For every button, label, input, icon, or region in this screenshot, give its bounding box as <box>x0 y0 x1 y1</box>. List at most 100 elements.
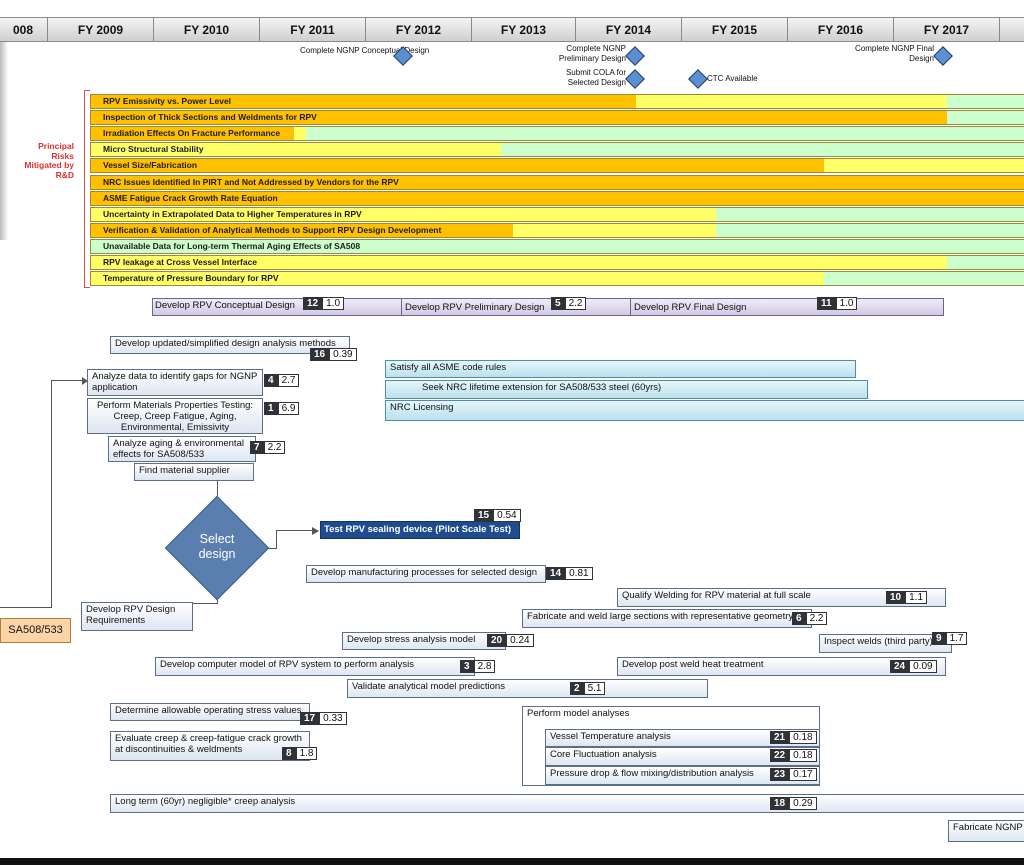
risk-segment <box>636 95 947 108</box>
risk-segment <box>91 111 947 125</box>
task-test-sealing[interactable]: Test RPV sealing device (Pilot Scale Tes… <box>320 521 520 539</box>
milestone-diamond-icon <box>625 46 645 66</box>
preliminary-design-label: Develop RPV Preliminary Design <box>405 302 545 313</box>
milestone-diamond-icon <box>688 69 708 89</box>
task-post-weld[interactable]: Develop post weld heat treatment <box>617 657 946 676</box>
task-vessel-temp[interactable]: Vessel Temperature analysis <box>545 729 820 747</box>
task-aging-effects[interactable]: Analyze aging & environmental effects fo… <box>108 436 256 462</box>
design-phase-bar <box>152 298 944 316</box>
risk-segment <box>306 127 1024 141</box>
connector <box>262 548 276 549</box>
connector <box>51 380 85 381</box>
year-header-2008: 008 <box>0 17 48 42</box>
risk-segment <box>91 191 1024 205</box>
task-nrc-licensing[interactable]: NRC Licensing <box>385 400 1024 421</box>
connector <box>51 380 52 608</box>
risk-segment <box>716 207 1024 221</box>
risk-label: Inspection of Thick Sections and Weldmen… <box>103 112 317 123</box>
risk-segment <box>947 256 1024 269</box>
panel-shadow <box>0 40 8 240</box>
task-allowable-stress[interactable]: Determine allowable operating stress val… <box>110 703 310 721</box>
risk-bar: NRC Issues Identified In PIRT and Not Ad… <box>90 174 1024 190</box>
task-manufacturing[interactable]: Develop manufacturing processes for sele… <box>306 565 546 583</box>
task-creep-crack[interactable]: Evaluate creep & creep-fatigue crack gro… <box>110 731 310 761</box>
risk-label: Uncertainty in Extrapolated Data to High… <box>103 208 362 219</box>
risk-segment <box>91 159 824 173</box>
risk-label: Irradiation Effects On Fracture Performa… <box>103 128 281 139</box>
risk-segment <box>91 175 1024 189</box>
connector <box>192 603 218 604</box>
task-nrc-extension[interactable]: Seek NRC lifetime extension for SA508/53… <box>385 380 868 399</box>
risk-segment <box>513 223 716 237</box>
connector <box>0 607 52 608</box>
task-pressure-drop[interactable]: Pressure drop & flow mixing/distribution… <box>545 766 820 785</box>
risk-segment <box>91 95 636 108</box>
task-analyze-gaps[interactable]: Analyze data to identify gaps for NGNP a… <box>87 369 263 396</box>
year-header-2014: FY 2014 <box>576 17 682 42</box>
task-develop-methods[interactable]: Develop updated/simplified design analys… <box>110 336 350 354</box>
task-validate-model[interactable]: Validate analytical model predictions <box>347 679 708 698</box>
divider <box>401 298 402 316</box>
risk-bar: Verification & Validation of Analytical … <box>90 222 1024 238</box>
risk-segment <box>947 111 1024 125</box>
task-asme-rules[interactable]: Satisfy all ASME code rules <box>385 360 856 378</box>
task-fabricate-ngnp[interactable]: Fabricate NGNP <box>948 820 1024 842</box>
task-stress-model[interactable]: Develop stress analysis model <box>342 632 506 650</box>
risk-segment <box>501 143 1024 157</box>
risk-bar: Micro Structural Stability <box>90 142 1024 158</box>
risk-label: Micro Structural Stability <box>103 144 204 155</box>
year-header-2010: FY 2010 <box>154 17 260 42</box>
risk-label: NRC Issues Identified In PIRT and Not Ad… <box>103 176 399 187</box>
milestone-ctc-label: CTC Available <box>707 74 758 83</box>
year-header-2009: FY 2009 <box>48 17 154 42</box>
milestone-preliminary-label: Complete NGNP Preliminary Design <box>558 44 626 63</box>
final-design-label: Develop RPV Final Design <box>634 302 747 313</box>
task-find-supplier[interactable]: Find material supplier <box>134 463 254 481</box>
task-computer-model[interactable]: Develop computer model of RPV system to … <box>155 657 475 676</box>
year-header-2016: FY 2016 <box>788 17 894 42</box>
risk-segment <box>91 207 716 221</box>
milestone-final-label: Complete NGNP Final Design <box>855 44 934 63</box>
connector <box>276 530 318 531</box>
risk-bar: ASME Fatigue Crack Growth Rate Equation <box>90 190 1024 206</box>
task-dev-requirements[interactable]: Develop RPV Design Requirements <box>81 602 193 631</box>
risk-segment <box>824 159 1024 173</box>
risk-bar: RPV leakage at Cross Vessel Interface <box>90 255 1024 270</box>
connector <box>276 530 277 549</box>
risk-label: ASME Fatigue Crack Growth Rate Equation <box>103 192 278 203</box>
year-header-2018 <box>1000 17 1024 42</box>
task-materials-testing[interactable]: Perform Materials Properties Testing: Cr… <box>87 398 263 434</box>
sa508-box[interactable]: SA508/533 <box>0 618 71 643</box>
risk-segment <box>91 239 1024 253</box>
milestone-cola-label: Submit COLA for Selected Design <box>565 68 626 87</box>
task-fabricate-weld[interactable]: Fabricate and weld large sections with r… <box>522 609 812 628</box>
task-long-term-creep[interactable]: Long term (60yr) negligible* creep analy… <box>110 794 1024 813</box>
risk-bar: Temperature of Pressure Boundary for RPV <box>90 271 1024 287</box>
milestone-diamond-icon <box>933 46 953 66</box>
side-label-risks: Principal Risks Mitigated by R&D <box>24 141 74 180</box>
task-qualify-welding[interactable]: Qualify Welding for RPV material at full… <box>617 588 946 607</box>
year-header-2015: FY 2015 <box>682 17 788 42</box>
risk-bar: Vessel Size/Fabrication <box>90 158 1024 174</box>
risk-label: Verification & Validation of Analytical … <box>103 224 442 235</box>
task-core-fluct[interactable]: Core Fluctuation analysis <box>545 747 820 766</box>
arrow-head-icon <box>312 527 319 535</box>
milestone-diamond-icon <box>625 69 645 89</box>
select-design-label: Select design <box>198 532 236 561</box>
conceptual-design-label: Develop RPV Conceptual Design <box>155 300 295 311</box>
risk-segment <box>91 272 824 286</box>
risk-label: RPV Emissivity vs. Power Level <box>103 96 232 106</box>
